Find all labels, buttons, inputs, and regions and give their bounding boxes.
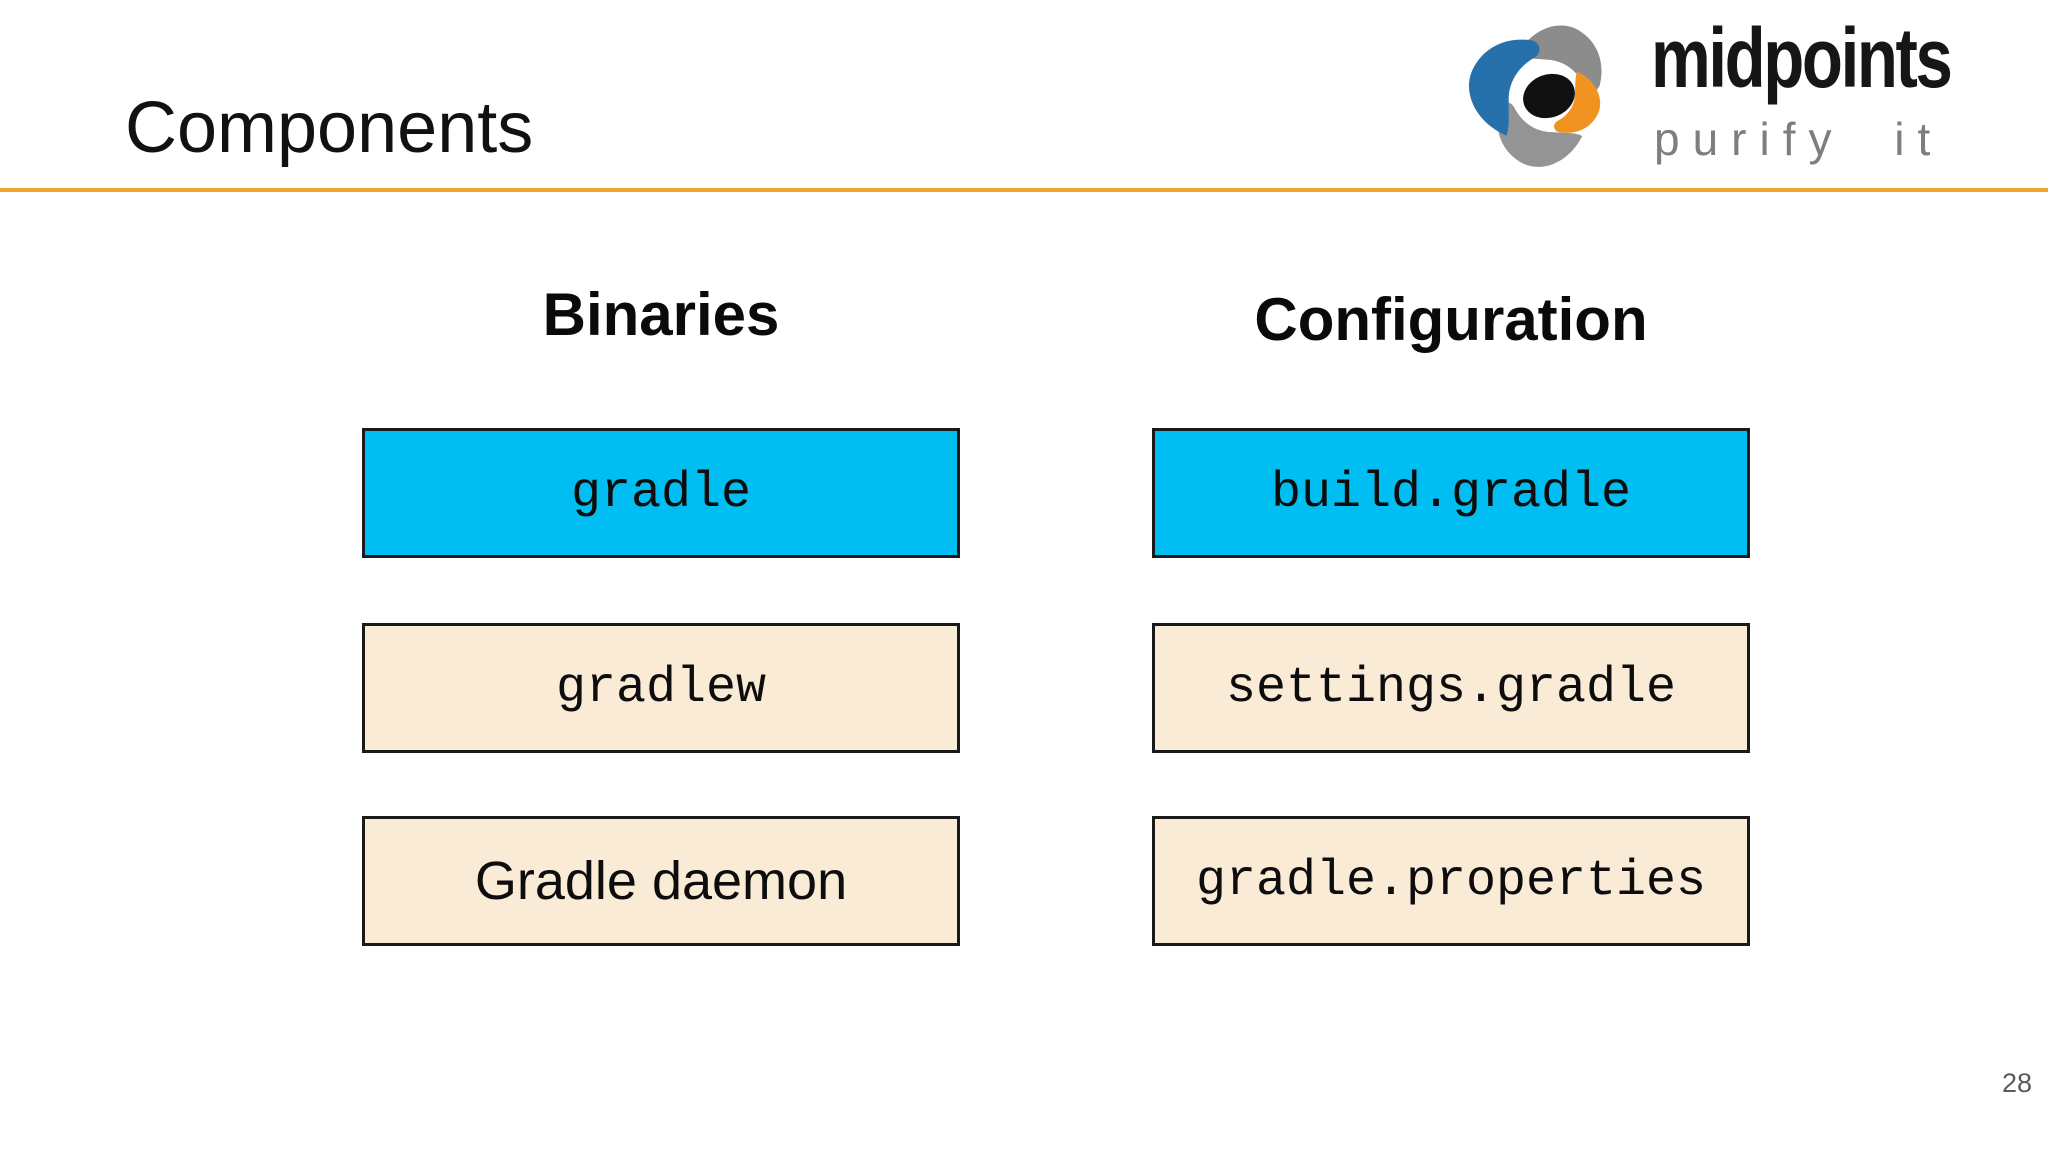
box-gradle-label: gradle — [570, 464, 752, 522]
midpoints-logo: midpoints purify it — [1455, 2, 2045, 187]
logo-tagline-text: purify it — [1654, 113, 1944, 165]
box-settings-gradle: settings.gradle — [1152, 623, 1750, 753]
box-gradle-properties: gradle.properties — [1152, 816, 1750, 946]
box-gradle-properties-label: gradle.properties — [1195, 852, 1707, 910]
box-settings-gradle-label: settings.gradle — [1225, 659, 1677, 717]
accent-divider-line — [0, 188, 2048, 192]
box-gradle-daemon-label: Gradle daemon — [474, 851, 848, 911]
box-build-gradle-label: build.gradle — [1270, 464, 1632, 522]
column-header-configuration: Configuration — [1254, 286, 1648, 353]
page-number: 28 — [2001, 1068, 2032, 1098]
page-title: Components — [125, 88, 534, 168]
logo-brand-text: midpoints — [1651, 11, 1953, 105]
pinwheel-swirl-icon — [1468, 25, 1602, 167]
box-gradle-daemon: Gradle daemon — [362, 816, 960, 946]
box-gradlew: gradlew — [362, 623, 960, 753]
box-build-gradle: build.gradle — [1152, 428, 1750, 558]
column-header-binaries: Binaries — [542, 281, 780, 348]
box-gradlew-label: gradlew — [555, 659, 767, 717]
box-gradle: gradle — [362, 428, 960, 558]
